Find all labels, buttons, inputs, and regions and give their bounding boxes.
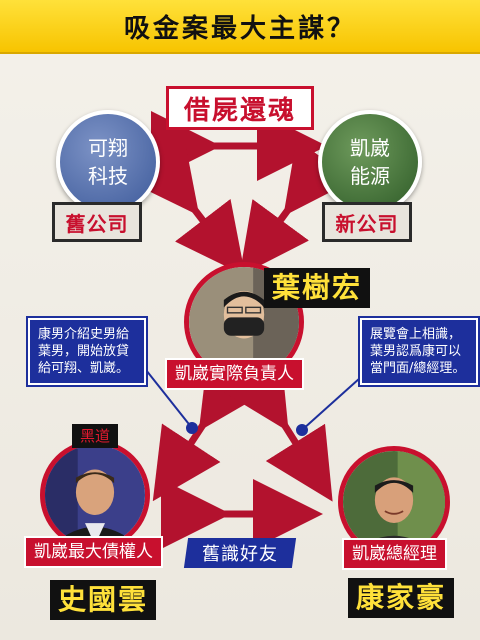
portrait-shi [40, 440, 150, 550]
name-ye: 葉樹宏 [264, 268, 371, 308]
old-company-tag: 舊公司 [52, 202, 142, 242]
company-old-circle: 可翔 科技 [56, 110, 160, 214]
relation-label: 舊識好友 [183, 538, 297, 568]
relation-label-text: 舊識好友 [202, 544, 278, 565]
note-left: 康男介紹史男給葉男，開始放貸給可翔、凱崴。 [26, 316, 148, 387]
portrait-shi-photo [45, 445, 145, 545]
company-old-name-2: 科技 [88, 164, 128, 188]
arrow-ye-kang [221, 353, 333, 502]
company-old-name-1: 可翔 [88, 136, 128, 160]
new-company-tag: 新公司 [322, 202, 412, 242]
name-kang: 康家豪 [348, 578, 455, 618]
arrow-new-ye [239, 139, 353, 277]
arrow-ye-shi [152, 353, 267, 502]
company-new-name-1: 凱崴 [350, 136, 390, 160]
role-kang: 凱崴總經理 [342, 538, 447, 570]
banner-label: 借屍還魂 [166, 86, 314, 130]
title-bar: 吸金案最大主謀？ [0, 0, 480, 54]
role-shi: 凱崴最大債權人 [24, 536, 163, 568]
role-ye: 凱崴實際負責人 [165, 358, 304, 390]
pointer-left [145, 369, 193, 429]
page-title: 吸金案最大主謀？ [123, 13, 356, 44]
company-new-circle: 凱崴 能源 [318, 110, 422, 214]
gangster-label: 黑道 [72, 424, 119, 448]
note-right: 展覽會上相識，葉男認爲康可以當門面/總經理。 [358, 316, 480, 387]
name-shi: 史國雲 [50, 580, 157, 620]
arrow-old-ye [128, 138, 246, 276]
pointer-right [301, 377, 361, 431]
company-new-name-2: 能源 [350, 164, 390, 188]
